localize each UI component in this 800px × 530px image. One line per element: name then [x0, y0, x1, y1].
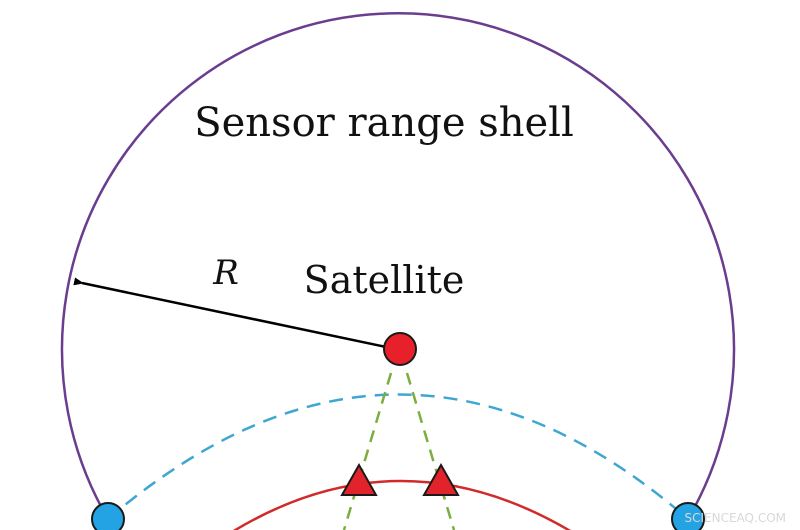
debris-triangle-right [422, 462, 460, 496]
satellite-label: Satellite [304, 258, 465, 302]
sensor-range-shell-circle [60, 12, 736, 520]
sensor-range-shell-label: Sensor range shell [194, 100, 574, 146]
beam-line-left [342, 372, 393, 530]
earth-surface-arc [232, 479, 572, 530]
intersection-node-left [91, 502, 125, 530]
intersection-node-right [671, 502, 705, 530]
radius-label: R [212, 253, 239, 293]
watermark-text: SCIENCEAQ.COM [685, 511, 787, 525]
satellite-node [383, 332, 417, 366]
beam-line-right [405, 372, 456, 530]
radius-arrow [73, 277, 387, 349]
orbit-dashed-arc [107, 393, 689, 520]
debris-triangle-left [340, 462, 378, 496]
